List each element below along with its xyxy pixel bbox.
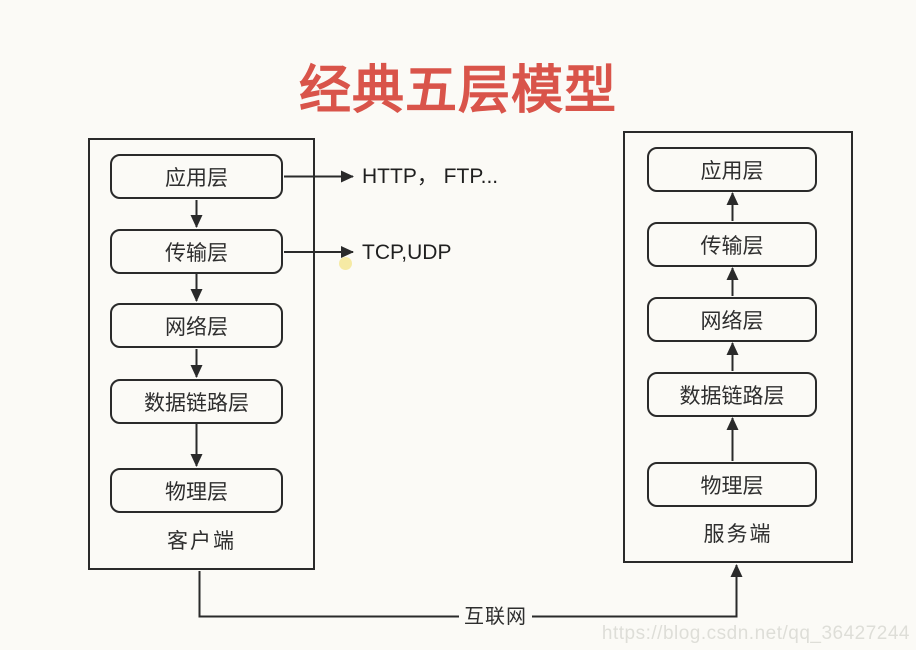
server-layer-transport: 传输层 xyxy=(647,222,817,267)
client-layer-transport: 传输层 xyxy=(110,229,283,274)
client-layer-datalink: 数据链路层 xyxy=(110,379,283,424)
laser-pointer-dot xyxy=(339,257,352,270)
protocol-label-tcp: TCP,UDP xyxy=(362,241,452,264)
page-title: 经典五层模型 xyxy=(298,62,617,120)
internet-label: 互联网 xyxy=(459,604,532,630)
protocol-label-http: HTTP， FTP... xyxy=(362,165,499,188)
client-caption: 客户端 xyxy=(167,530,236,553)
client-layer-application: 应用层 xyxy=(110,154,283,199)
server-stack: 应用层 传输层 网络层 数据链路层 物理层 服务端 xyxy=(623,131,853,563)
server-layer-datalink: 数据链路层 xyxy=(647,372,817,417)
server-caption: 服务端 xyxy=(703,523,773,546)
watermark: https://blog.csdn.net/qq_36427244 xyxy=(601,623,910,644)
server-layer-network: 网络层 xyxy=(647,297,817,342)
client-stack: 应用层 传输层 网络层 数据链路层 物理层 客户端 xyxy=(88,138,315,570)
client-layer-network: 网络层 xyxy=(110,303,283,348)
server-layer-physical: 物理层 xyxy=(647,462,817,507)
client-layer-physical: 物理层 xyxy=(110,468,283,513)
server-layer-application: 应用层 xyxy=(647,147,817,192)
